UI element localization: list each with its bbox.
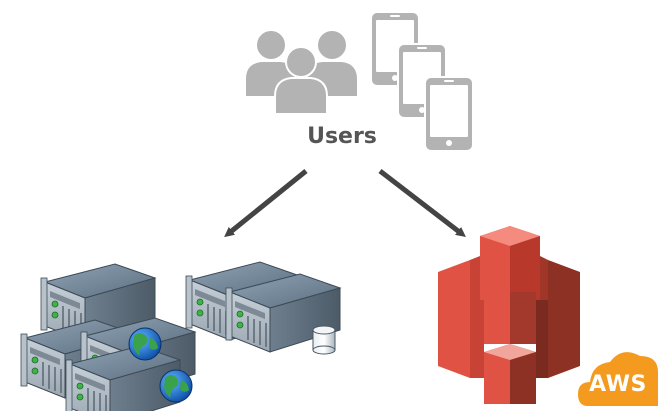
globe-icon bbox=[128, 327, 162, 361]
arrow-to-s3 bbox=[378, 169, 466, 238]
amazon-s3-icon bbox=[438, 226, 580, 404]
database-icon bbox=[312, 325, 336, 355]
aws-badge-text: AWS bbox=[589, 372, 647, 397]
users-icon bbox=[244, 29, 359, 115]
aws-badge: AWS bbox=[578, 352, 658, 411]
users-label: Users bbox=[307, 124, 377, 149]
web-servers-icon bbox=[20, 263, 196, 411]
database-servers-icon bbox=[185, 261, 341, 355]
aws-cloud-icon bbox=[578, 352, 658, 406]
globe-icon bbox=[159, 369, 193, 403]
arrow-to-servers bbox=[224, 169, 308, 238]
